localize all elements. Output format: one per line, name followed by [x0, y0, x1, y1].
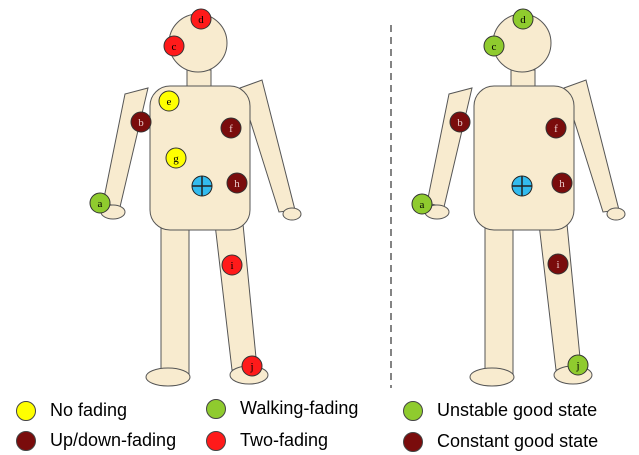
sensor-marker-i: i	[548, 254, 568, 274]
sensor-marker-b: b	[131, 112, 151, 132]
sensor-label-i: i	[230, 260, 233, 272]
sensor-marker-d: d	[513, 9, 533, 29]
sensor-marker-a: a	[412, 194, 432, 214]
legend-label-two-fading: Two-fading	[240, 430, 328, 451]
right-figure: a b c d f h i j	[412, 9, 625, 386]
legend-label-no-fading: No fading	[50, 400, 127, 421]
left-figure: a b c d e f g h i j	[90, 9, 301, 386]
sensor-marker-h: h	[552, 173, 572, 193]
green-dot-icon	[206, 399, 226, 419]
sensor-label-b: b	[138, 117, 144, 129]
right-body-outline	[425, 14, 625, 386]
sensor-label-b: b	[457, 117, 463, 129]
sensor-marker-d: d	[191, 9, 211, 29]
dark-red-dot-icon	[16, 431, 36, 451]
legend-label-up-down-fading: Up/down-fading	[50, 430, 176, 451]
left-center-marker	[192, 176, 212, 196]
sensor-label-a: a	[420, 199, 425, 211]
sensor-label-e: e	[167, 96, 172, 108]
left-body-outline	[101, 14, 301, 386]
sensor-marker-f: f	[546, 118, 566, 138]
legend-walking-fading: Walking-fading	[206, 398, 358, 419]
legend-unstable-good-state: Unstable good state	[403, 400, 597, 421]
green-dot-icon	[403, 401, 423, 421]
sensor-label-c: c	[492, 41, 497, 53]
legend-up-down-fading: Up/down-fading	[16, 430, 176, 451]
sensor-marker-a: a	[90, 193, 110, 213]
sensor-marker-g: g	[166, 148, 186, 168]
sensor-label-f: f	[229, 123, 233, 135]
yellow-dot-icon	[16, 401, 36, 421]
sensor-label-h: h	[559, 178, 565, 190]
dark-red-dot-icon	[403, 432, 423, 452]
right-center-marker	[512, 176, 532, 196]
sensor-marker-j: j	[568, 355, 588, 375]
sensor-label-c: c	[172, 41, 177, 53]
legend-label-constant-good-state: Constant good state	[437, 431, 598, 452]
sensor-label-j: j	[249, 361, 253, 373]
sensor-label-d: d	[520, 14, 526, 26]
legend-label-walking-fading: Walking-fading	[240, 398, 358, 419]
sensor-marker-j: j	[242, 356, 262, 376]
sensor-marker-e: e	[159, 91, 179, 111]
sensor-label-i: i	[556, 259, 559, 271]
legend-no-fading: No fading	[16, 400, 127, 421]
legend-constant-good-state: Constant good state	[403, 431, 598, 452]
sensor-label-d: d	[198, 14, 204, 26]
sensor-label-j: j	[575, 360, 579, 372]
sensor-marker-i: i	[222, 255, 242, 275]
sensor-marker-c: c	[164, 36, 184, 56]
sensor-marker-c: c	[484, 36, 504, 56]
sensor-label-g: g	[173, 153, 179, 165]
red-dot-icon	[206, 431, 226, 451]
sensor-marker-h: h	[227, 173, 247, 193]
legend-two-fading: Two-fading	[206, 430, 328, 451]
sensor-label-f: f	[554, 123, 558, 135]
sensor-label-a: a	[98, 198, 103, 210]
sensor-marker-b: b	[450, 112, 470, 132]
legend-label-unstable-good-state: Unstable good state	[437, 400, 597, 421]
sensor-label-h: h	[234, 178, 240, 190]
sensor-marker-f: f	[221, 118, 241, 138]
